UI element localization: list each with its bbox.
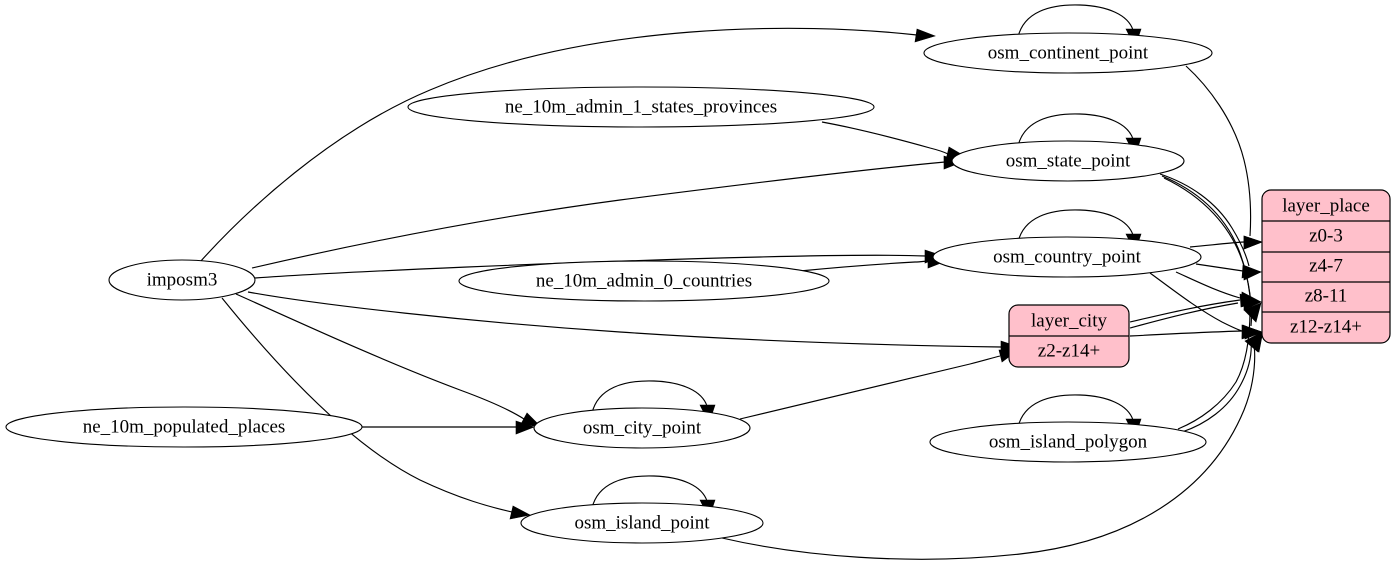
node-osm-island-point-shape[interactable]: [520, 502, 764, 544]
node-ne-10m-populated-places-label: ne_10m_populated_places: [83, 416, 286, 437]
node-osm-city-point-label: osm_city_point: [583, 417, 702, 438]
edge-osm-island-polygon-to-layer-place-z8-11: [1177, 302, 1262, 430]
record-row-layer-place-z4-7[interactable]: z4-7: [1309, 255, 1343, 276]
edge-layer-city-to-layer-place-z12: [1129, 324, 1263, 340]
node-osm-city-point-shape[interactable]: [533, 407, 751, 449]
edge-ne-populated-places-to-osm-city-point: [362, 420, 535, 435]
node-osm-continent-point[interactable]: osm_continent_point: [923, 32, 1213, 74]
edge-imposm3-to-osm-continent-point: [199, 27, 936, 263]
record-row-layer-city-z2-z14[interactable]: z2-z14+: [1038, 340, 1100, 361]
edge-osm-continent-point-to-layer-place-z0-3: [1185, 65, 1263, 250]
edge-osm-city-point-to-layer-city: [739, 349, 1019, 420]
edge-osm-island-point-to-layer-place-z12: [721, 330, 1264, 560]
node-ne-10m-admin-0-countries-shape[interactable]: [458, 260, 830, 302]
node-osm-country-point[interactable]: osm_country_point: [932, 236, 1202, 278]
record-row-layer-city-header: layer_city: [1031, 310, 1107, 331]
node-osm-state-point-shape[interactable]: [951, 140, 1185, 182]
node-ne-10m-admin-0-countries[interactable]: ne_10m_admin_0_countries: [458, 260, 830, 302]
node-osm-island-point-label: osm_island_point: [574, 512, 710, 533]
node-osm-state-point-label: osm_state_point: [1006, 150, 1131, 171]
edge-imposm3-to-osm-state-point: [251, 155, 963, 269]
node-osm-state-point[interactable]: osm_state_point: [951, 140, 1185, 182]
node-ne-10m-admin-1-states-provinces[interactable]: ne_10m_admin_1_states_provinces: [407, 86, 875, 128]
node-osm-city-point[interactable]: osm_city_point: [533, 407, 751, 449]
node-layer: imposm3 ne_10m_populated_places ne_10m_a…: [5, 32, 1213, 544]
edge-layer-city-to-layer-place-z8-11-b: [1129, 302, 1239, 329]
edge-ne-admin1-to-osm-state-point: [821, 121, 967, 161]
node-imposm3-shape[interactable]: [108, 259, 256, 301]
node-osm-continent-point-label: osm_continent_point: [988, 42, 1149, 63]
node-layer-place-shape[interactable]: [1261, 189, 1391, 344]
record-node-layer: layer_place z0-3 z4-7 z8-11 z12-z14+ lay…: [1008, 189, 1391, 368]
node-layer-city[interactable]: layer_city z2-z14+: [1008, 304, 1130, 368]
node-ne-10m-admin-1-states-provinces-label: ne_10m_admin_1_states_provinces: [505, 96, 777, 117]
node-osm-country-point-shape[interactable]: [932, 236, 1202, 278]
node-osm-island-polygon-shape[interactable]: [929, 421, 1207, 463]
node-ne-10m-populated-places-shape[interactable]: [5, 406, 363, 448]
edge-layer-city-to-layer-place-z8-11: [1129, 293, 1262, 323]
node-osm-island-point[interactable]: osm_island_point: [520, 502, 764, 544]
edge-imposm3-to-osm-city-point: [235, 293, 542, 428]
record-row-layer-place-z8-11[interactable]: z8-11: [1305, 285, 1348, 306]
edge-osm-island-polygon-to-layer-place-z12: [1181, 331, 1263, 433]
edge-osm-country-point-to-layer-place-z4-7: [1195, 263, 1262, 279]
record-row-layer-place-z0-3[interactable]: z0-3: [1309, 225, 1343, 246]
record-row-layer-place-z12-z14[interactable]: z12-z14+: [1290, 316, 1362, 337]
node-ne-10m-admin-1-states-provinces-shape[interactable]: [407, 86, 875, 128]
node-osm-continent-point-shape[interactable]: [923, 32, 1213, 74]
edge-osm-country-point-to-layer-place-z0-3: [1189, 235, 1263, 250]
node-ne-10m-populated-places[interactable]: ne_10m_populated_places: [5, 406, 363, 448]
node-imposm3-label: imposm3: [147, 269, 218, 290]
record-row-layer-place-header: layer_place: [1282, 195, 1370, 216]
node-osm-country-point-label: osm_country_point: [993, 246, 1141, 267]
node-layer-place[interactable]: layer_place z0-3 z4-7 z8-11 z12-z14+: [1261, 189, 1391, 344]
edge-imposm3-to-osm-island-point: [221, 297, 531, 520]
edge-layer: [199, 4, 1264, 560]
node-osm-island-polygon[interactable]: osm_island_polygon: [929, 421, 1207, 463]
node-osm-island-polygon-label: osm_island_polygon: [989, 431, 1148, 452]
edge-ne-admin0-to-osm-country-point: [799, 254, 947, 272]
node-imposm3[interactable]: imposm3: [108, 259, 256, 301]
node-ne-10m-admin-0-countries-label: ne_10m_admin_0_countries: [536, 270, 752, 291]
